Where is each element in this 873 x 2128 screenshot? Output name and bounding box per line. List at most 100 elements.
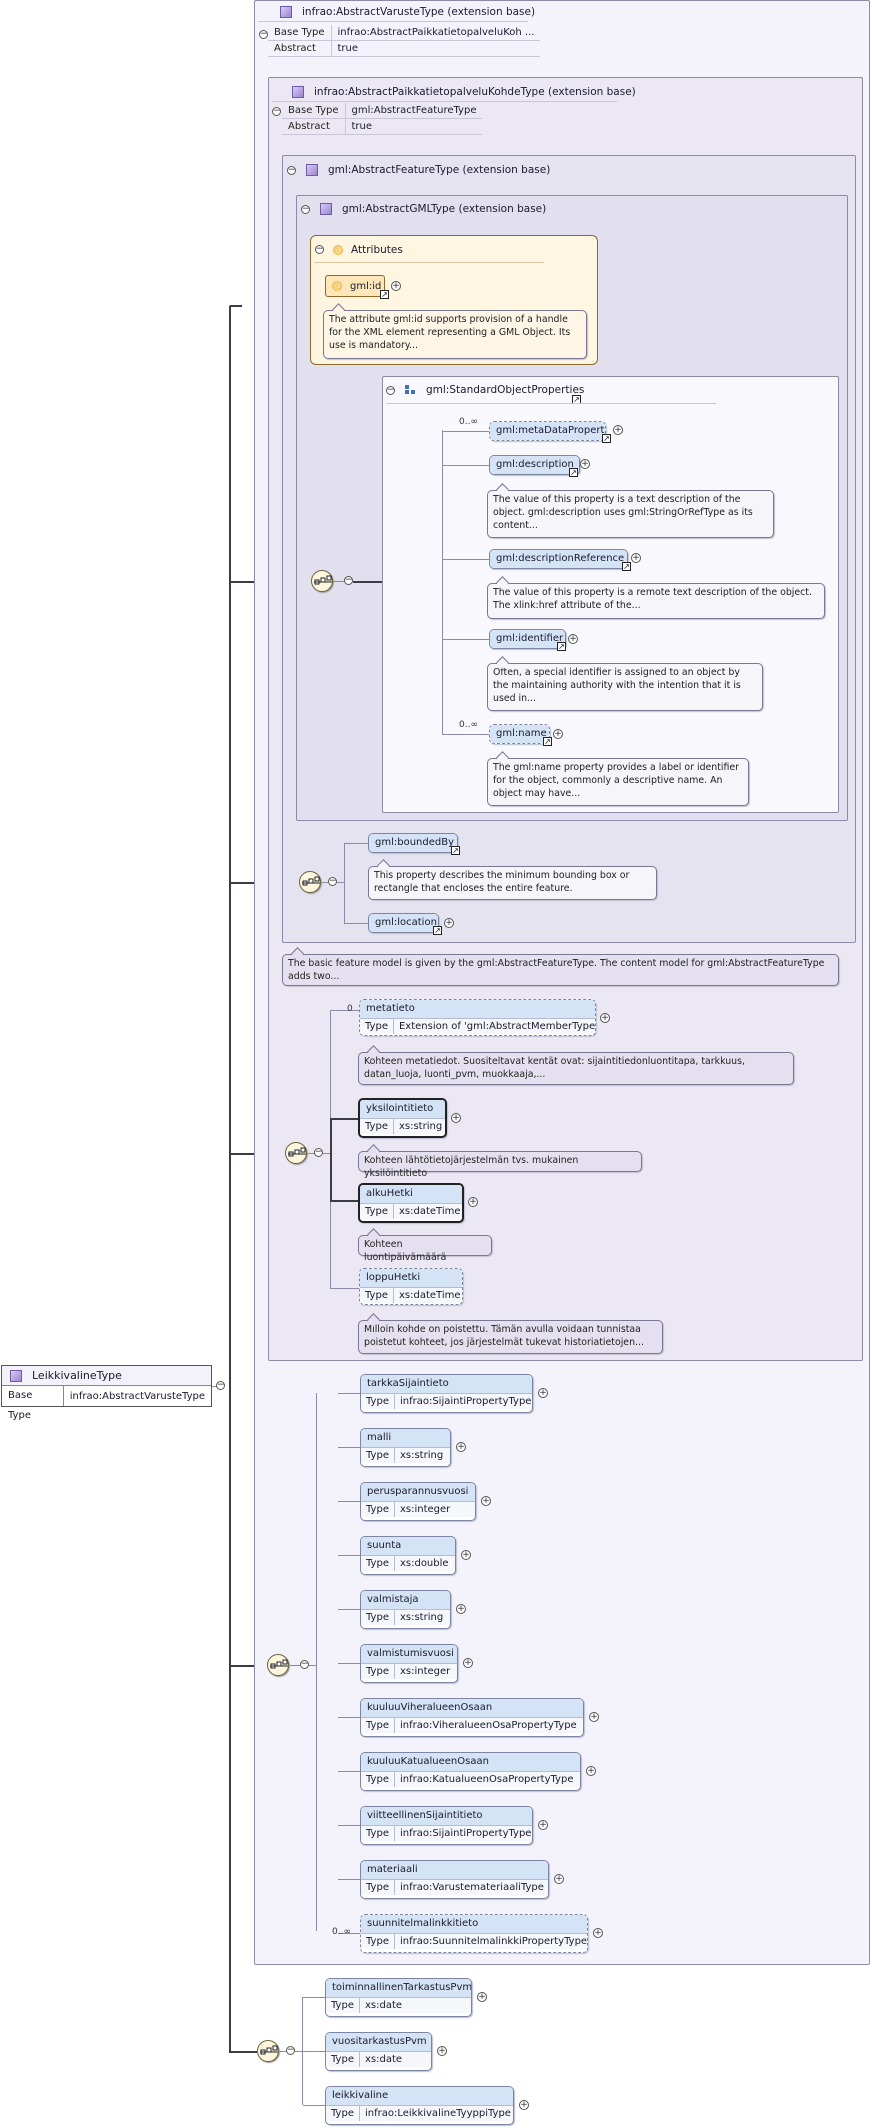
prop-value: infrao:AbstractPaikkatietopalveluKoh ... xyxy=(331,25,541,41)
root-type-box[interactable]: LeikkivalineType Base Type infrao:Abstra… xyxy=(1,1365,212,1421)
expand-button[interactable]: + xyxy=(468,1197,478,1207)
expand-button[interactable]: + xyxy=(481,1496,491,1506)
element-gml-description[interactable]: gml:description xyxy=(489,455,580,475)
type-label: Type xyxy=(360,1204,394,1219)
type-label: Type xyxy=(361,1664,395,1679)
expand-button[interactable]: + xyxy=(463,1658,473,1668)
expand-button[interactable]: + xyxy=(586,1766,596,1776)
sequence-collapse-button[interactable]: − xyxy=(286,2045,295,2055)
expand-button[interactable]: + xyxy=(553,729,563,739)
link-icon[interactable]: ↗ xyxy=(543,737,552,746)
expand-button[interactable]: + xyxy=(451,1113,461,1123)
sequence-collapse-button[interactable]: − xyxy=(314,1147,323,1157)
ext2-collapse-button[interactable]: − xyxy=(272,106,281,116)
expand-button[interactable]: + xyxy=(519,2100,529,2110)
expand-button[interactable]: + xyxy=(538,1820,548,1830)
attribute-gml-id[interactable]: @ gml:id xyxy=(325,275,385,297)
expand-button[interactable]: + xyxy=(631,553,641,563)
expand-button[interactable]: + xyxy=(444,918,454,928)
expand-button[interactable]: + xyxy=(461,1550,471,1560)
ext1-title: infrao:AbstractVarusteType (extension ba… xyxy=(302,6,536,18)
type-label: Type xyxy=(326,1998,360,2013)
ext4-collapse-button[interactable]: − xyxy=(301,204,310,214)
expand-button[interactable]: + xyxy=(589,1712,599,1722)
expand-button[interactable]: + xyxy=(613,425,623,435)
expand-button[interactable]: + xyxy=(568,634,578,644)
element-doc: Kohteen lähtötietojärjestelmän tvs. muka… xyxy=(358,1151,642,1179)
sequence-collapse-button[interactable]: − xyxy=(300,1659,309,1669)
element-gml-boundedby[interactable]: gml:boundedBy xyxy=(368,833,458,853)
type-value: infrao:ViheralueenOsaPropertyType xyxy=(399,1720,577,1731)
sequence-icon[interactable] xyxy=(285,1142,307,1164)
link-icon[interactable]: ↗ xyxy=(622,562,631,571)
element-gml-metadataproperty[interactable]: gml:metaDataProperty xyxy=(489,421,606,441)
link-icon[interactable]: ↗ xyxy=(569,468,578,477)
expand-button[interactable]: + xyxy=(456,1604,466,1614)
expand-button[interactable]: + xyxy=(600,1013,610,1023)
element-gml-identifier[interactable]: gml:identifier xyxy=(489,629,566,649)
sequence-icon[interactable] xyxy=(257,2040,279,2062)
expand-button[interactable]: + xyxy=(538,1388,548,1398)
expand-button[interactable]: + xyxy=(580,459,590,469)
expand-button[interactable]: + xyxy=(391,281,401,291)
expand-button[interactable]: + xyxy=(554,1874,564,1884)
expand-button[interactable]: + xyxy=(437,2046,447,2056)
expand-button[interactable]: + xyxy=(477,1992,487,2002)
link-icon[interactable]: ↗ xyxy=(602,434,611,443)
sequence-collapse-button[interactable]: − xyxy=(328,876,337,886)
std-group-header: gml:StandardObjectProperties xyxy=(405,384,584,396)
element-name: materiaali xyxy=(361,1861,548,1879)
link-icon[interactable]: ↗ xyxy=(451,846,460,855)
element-name: gml:boundedBy xyxy=(369,834,457,852)
link-icon[interactable]: ↗ xyxy=(557,642,566,651)
root-collapse-button[interactable]: − xyxy=(216,1380,225,1390)
ext1-collapse-button[interactable]: − xyxy=(259,29,268,39)
element-name: toiminnallinenTarkastusPvm xyxy=(326,1979,471,1997)
type-value: xs:integer xyxy=(399,1504,451,1515)
type-label: Type xyxy=(360,1288,394,1303)
link-icon[interactable]: ↗ xyxy=(433,926,442,935)
group-collapse-button[interactable]: − xyxy=(386,385,395,395)
attributes-title: Attributes xyxy=(351,244,403,256)
element-name: valmistaja xyxy=(361,1591,450,1609)
type-value: infrao:SijaintiPropertyType xyxy=(399,1396,532,1407)
ext3-collapse-button[interactable]: − xyxy=(287,165,296,175)
sequence-icon[interactable] xyxy=(267,1654,289,1676)
link-icon[interactable]: ↗ xyxy=(380,290,389,299)
element-gml-descriptionreference[interactable]: gml:descriptionReference xyxy=(489,549,628,569)
complex-type-icon xyxy=(320,203,332,215)
sequence-icon[interactable] xyxy=(311,570,333,592)
type-label: Type xyxy=(361,1934,395,1949)
type-value: infrao:SuunnitelmalinkkiPropertyType xyxy=(399,1936,588,1947)
sequence-icon[interactable] xyxy=(299,871,321,893)
attributes-collapse-button[interactable]: − xyxy=(315,244,324,254)
sequence-collapse-button[interactable]: − xyxy=(344,575,353,585)
element-gml-name[interactable]: gml:name xyxy=(489,724,550,744)
type-label: Type xyxy=(361,1610,395,1625)
element-name: gml:description xyxy=(490,456,579,474)
expand-button[interactable]: + xyxy=(456,1442,466,1452)
type-value: xs:date xyxy=(364,2054,403,2065)
expand-button[interactable]: + xyxy=(593,1928,603,1938)
element-gml-location[interactable]: gml:location xyxy=(368,913,439,933)
type-value: infrao:LeikkivalineTyyppiType xyxy=(364,2108,511,2119)
